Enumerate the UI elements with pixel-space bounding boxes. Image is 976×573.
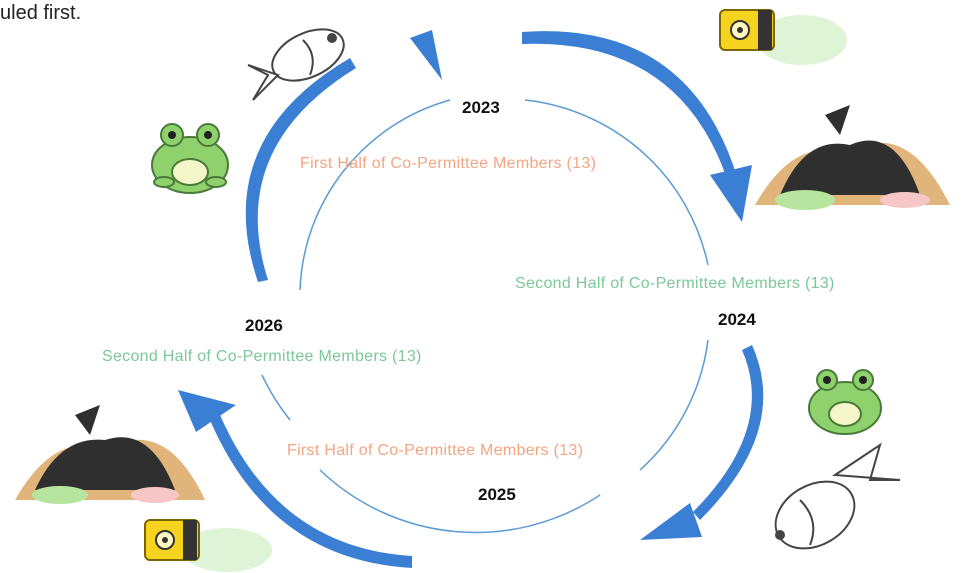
inner-arc-bottom xyxy=(319,469,601,534)
label-second-half-2024: Second Half of Co-Permittee Members (13) xyxy=(515,275,835,292)
label-first-half-2023: First Half of Co-Permittee Members (13) xyxy=(300,155,597,172)
arrow-2023-to-2024 xyxy=(522,31,738,182)
year-label-2024: 2024 xyxy=(718,310,756,329)
fish-icon xyxy=(247,28,345,101)
inner-arc-bottom-left xyxy=(261,374,291,421)
year-label-2023: 2023 xyxy=(462,98,500,117)
garbage-pile-icon-2 xyxy=(15,405,205,504)
top-snippet-text: uled first. xyxy=(0,2,82,24)
inner-arc-top-left xyxy=(299,99,451,291)
garbage-pile-icon xyxy=(755,105,950,210)
frog-icon xyxy=(151,123,229,194)
label-first-half-2025: First Half of Co-Permittee Members (13) xyxy=(287,442,584,459)
inner-arc-top-right xyxy=(524,99,709,266)
label-second-half-2026: Second Half of Co-Permittee Members (13) xyxy=(102,348,422,365)
year-label-2025: 2025 xyxy=(478,485,516,504)
arrow-2026-to-2023 xyxy=(245,58,356,282)
inner-arc-bottom-right xyxy=(639,339,709,471)
arrowhead-2026 xyxy=(178,390,236,432)
arrowhead-2023 xyxy=(410,30,442,80)
fish-icon-2 xyxy=(774,442,901,550)
frog-icon-2 xyxy=(808,369,882,435)
arrowhead-2024 xyxy=(710,165,752,222)
year-label-2026: 2026 xyxy=(245,316,283,335)
toxic-barrel-icon-2 xyxy=(144,519,272,572)
toxic-barrel-icon xyxy=(719,9,847,65)
arrowhead-2025 xyxy=(640,503,702,540)
arrow-2025-to-2026 xyxy=(210,415,412,568)
arrow-2024-to-2025 xyxy=(693,345,764,520)
